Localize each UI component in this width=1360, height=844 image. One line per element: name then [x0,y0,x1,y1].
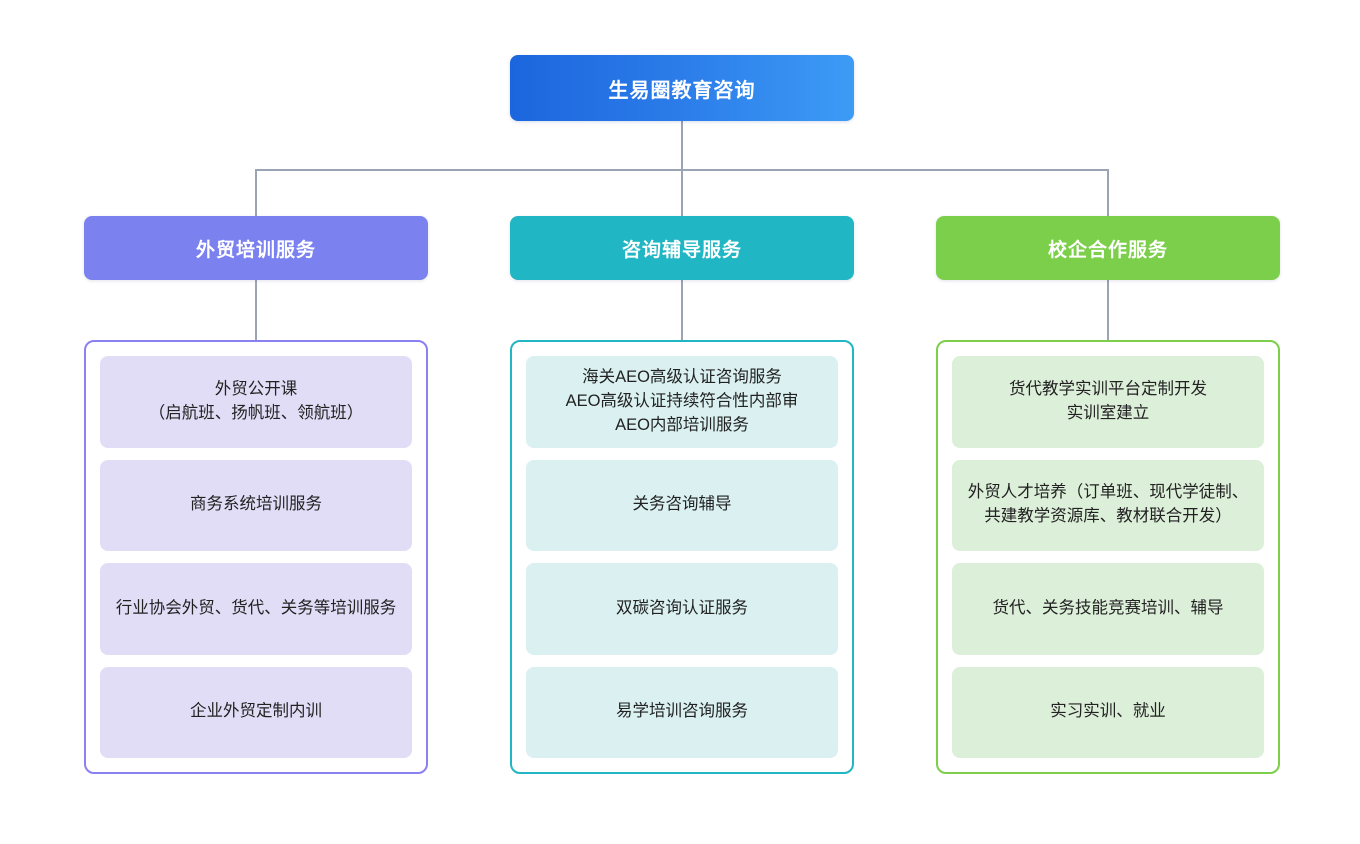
leaf-item[interactable]: 关务咨询辅导 [526,459,838,551]
connector-drop-right [1107,169,1109,216]
branch-consulting: 咨询辅导服务 [510,216,854,280]
leaf-item[interactable]: 货代教学实训平台定制开发 实训室建立 [952,356,1264,448]
leaf-container-school-enterprise: 货代教学实训平台定制开发 实训室建立 外贸人才培养（订单班、现代学徒制、共建教学… [936,340,1280,774]
connector-drop-left [255,169,257,216]
leaf-item[interactable]: 海关AEO高级认证咨询服务 AEO高级认证持续符合性内部审 AEO内部培训服务 [526,356,838,448]
connector-header-to-box-left [255,280,257,340]
leaf-item[interactable]: 行业协会外贸、货代、关务等培训服务 [100,563,412,655]
leaf-item[interactable]: 易学培训咨询服务 [526,666,838,758]
leaf-item[interactable]: 商务系统培训服务 [100,459,412,551]
root-node-label: 生易圈教育咨询 [608,79,756,102]
branch-header-consulting[interactable]: 咨询辅导服务 [510,216,854,280]
leaf-item[interactable]: 货代、关务技能竞赛培训、辅导 [952,563,1264,655]
branch-school-enterprise: 校企合作服务 [936,216,1280,280]
connector-header-to-box-right [1107,280,1109,340]
branch-header-school-enterprise[interactable]: 校企合作服务 [936,216,1280,280]
branch-header-consulting-label: 咨询辅导服务 [621,239,742,261]
leaf-item[interactable]: 外贸人才培养（订单班、现代学徒制、共建教学资源库、教材联合开发） [952,459,1264,551]
branch-training: 外贸培训服务 [84,216,428,280]
branch-header-school-enterprise-label: 校企合作服务 [1047,239,1168,261]
leaf-item[interactable]: 双碳咨询认证服务 [526,563,838,655]
branch-header-training-label: 外贸培训服务 [195,239,316,261]
connector-drop-middle [681,169,683,216]
leaf-item[interactable]: 外贸公开课 （启航班、扬帆班、领航班） [100,356,412,448]
connector-root-stem [681,121,683,170]
leaf-item[interactable]: 企业外贸定制内训 [100,666,412,758]
root-node[interactable]: 生易圈教育咨询 [510,55,854,121]
connector-header-to-box-middle [681,280,683,340]
branch-header-training[interactable]: 外贸培训服务 [84,216,428,280]
leaf-container-training: 外贸公开课 （启航班、扬帆班、领航班） 商务系统培训服务 行业协会外贸、货代、关… [84,340,428,774]
leaf-item[interactable]: 实习实训、就业 [952,666,1264,758]
leaf-container-consulting: 海关AEO高级认证咨询服务 AEO高级认证持续符合性内部审 AEO内部培训服务 … [510,340,854,774]
